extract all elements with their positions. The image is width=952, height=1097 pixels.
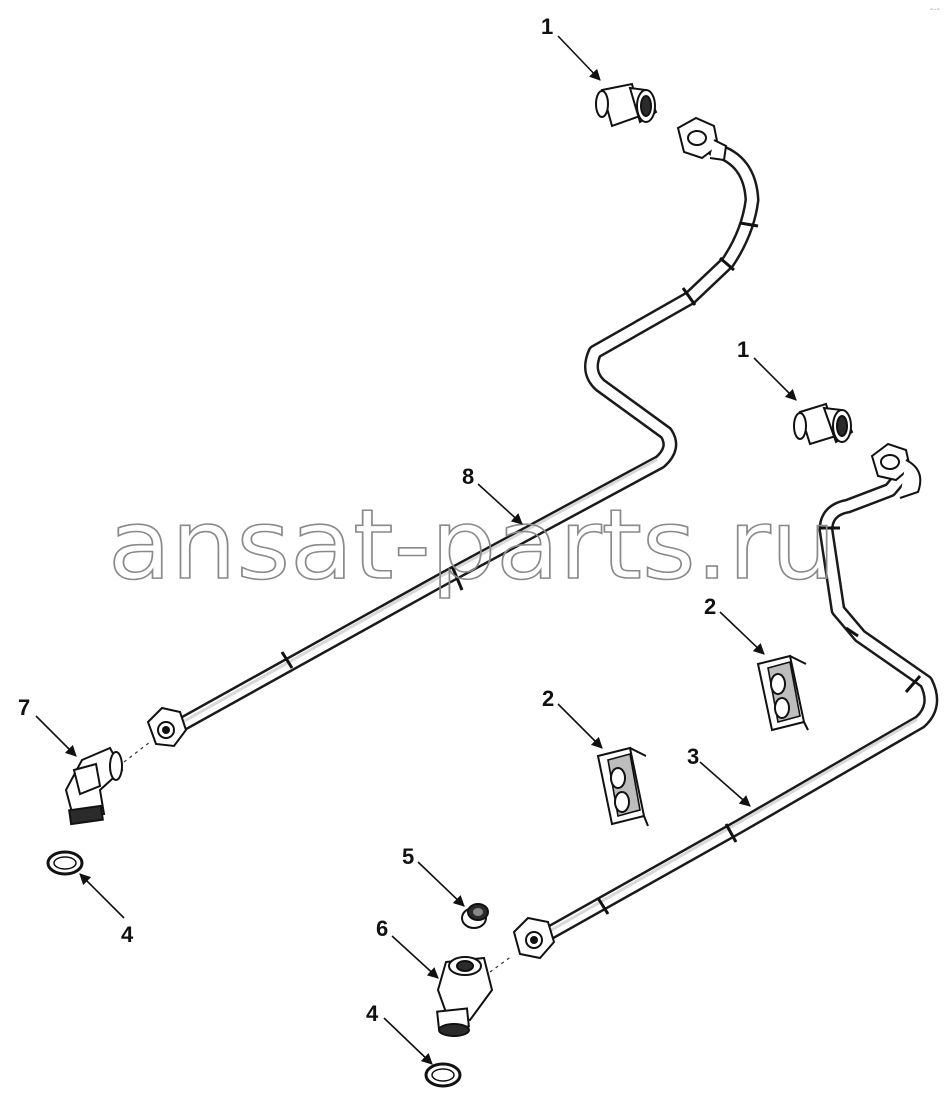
connector-part-6 xyxy=(436,955,513,1037)
watermark: ansat-parts.ru xyxy=(108,489,836,601)
corner-mark: -·- xyxy=(930,4,940,15)
washer-part-4-left xyxy=(46,850,84,876)
pipe-8-top-nut xyxy=(676,116,728,162)
plug-part-5 xyxy=(461,903,489,929)
washer-part-4-bottom xyxy=(424,1062,462,1088)
leader-lines xyxy=(35,35,797,1065)
fuel-pipe-part-8 xyxy=(146,116,760,748)
callout-5: 5 xyxy=(402,844,414,869)
elbow-fitting-part-7 xyxy=(64,741,151,826)
callout-3: 3 xyxy=(687,744,699,769)
adapter-part-1-lower xyxy=(793,402,854,446)
callout-1-upper: 1 xyxy=(541,14,553,39)
callout-7: 7 xyxy=(18,695,30,720)
callout-2-upper: 2 xyxy=(704,594,716,619)
pipe-3-top-nut xyxy=(870,442,922,499)
clamp-part-2-upper xyxy=(756,654,809,732)
callout-1-lower: 1 xyxy=(737,337,749,362)
callout-labels: 1 1 2 2 3 4 4 5 6 7 8 xyxy=(18,14,749,1026)
pipe-3-nut xyxy=(512,916,556,960)
clamp-part-2-lower xyxy=(596,746,649,827)
fuel-pipe-part-3 xyxy=(512,442,939,960)
callout-4-left: 4 xyxy=(121,922,134,947)
callout-2-lower: 2 xyxy=(542,686,554,711)
callout-8: 8 xyxy=(462,464,474,489)
adapter-part-1-upper xyxy=(595,82,658,128)
callout-4-bottom: 4 xyxy=(366,1001,379,1026)
pipe-8-nut xyxy=(146,706,188,748)
callout-6: 6 xyxy=(376,916,388,941)
